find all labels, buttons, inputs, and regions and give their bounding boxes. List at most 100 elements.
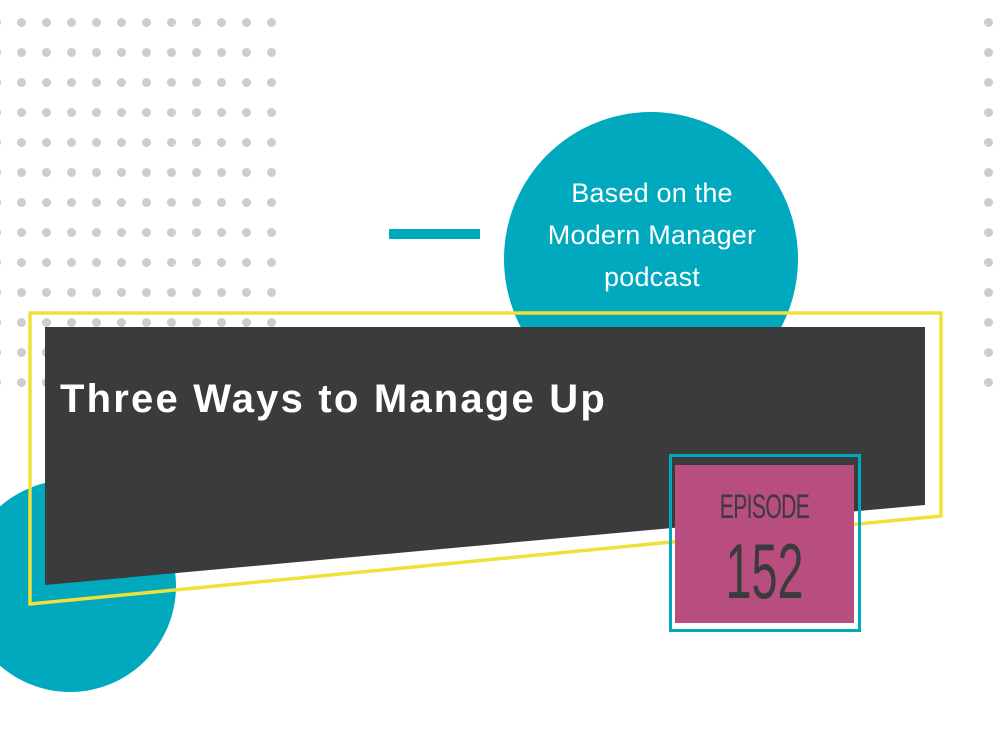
dot-icon (17, 288, 26, 297)
dot-icon (92, 288, 101, 297)
dot-icon (92, 18, 101, 27)
dot-icon (142, 108, 151, 117)
dot-icon (42, 18, 51, 27)
dot-icon (117, 168, 126, 177)
dot-icon (117, 48, 126, 57)
dot-icon (217, 108, 226, 117)
dot-icon (242, 18, 251, 27)
dot-icon (192, 78, 201, 87)
dot-icon (242, 108, 251, 117)
dot-icon (42, 168, 51, 177)
dot-icon (92, 228, 101, 237)
dot-icon (167, 288, 176, 297)
dot-icon (242, 198, 251, 207)
dot-icon (142, 138, 151, 147)
dot-icon (167, 138, 176, 147)
dot-icon (984, 288, 993, 297)
dot-icon (192, 108, 201, 117)
dot-icon (0, 378, 1, 387)
dot-icon (142, 78, 151, 87)
dot-icon (267, 228, 276, 237)
dot-icon (242, 318, 251, 327)
dot-icon (984, 348, 993, 357)
dot-icon (267, 108, 276, 117)
dot-icon (0, 258, 1, 267)
teal-accent-line (389, 229, 480, 239)
episode-badge-frame (669, 454, 861, 632)
yellow-frame-outline (28, 311, 943, 606)
dot-icon (117, 288, 126, 297)
dot-icon (217, 168, 226, 177)
dot-icon (217, 228, 226, 237)
dot-icon (17, 138, 26, 147)
dot-icon (192, 168, 201, 177)
dot-icon (984, 228, 993, 237)
dot-icon (267, 18, 276, 27)
dot-icon (0, 78, 1, 87)
dot-icon (142, 318, 151, 327)
dot-icon (67, 198, 76, 207)
dot-icon (984, 48, 993, 57)
dot-icon (17, 78, 26, 87)
dot-icon (267, 78, 276, 87)
dot-icon (92, 258, 101, 267)
dot-icon (192, 48, 201, 57)
dot-icon (17, 348, 26, 357)
dot-icon (192, 138, 201, 147)
dot-icon (42, 258, 51, 267)
dot-icon (117, 78, 126, 87)
dot-icon (17, 378, 26, 387)
dot-icon (267, 48, 276, 57)
dot-icon (117, 18, 126, 27)
dot-icon (67, 138, 76, 147)
dot-icon (984, 198, 993, 207)
dot-icon (217, 48, 226, 57)
dot-icon (17, 198, 26, 207)
dot-icon (92, 78, 101, 87)
dot-icon (0, 318, 1, 327)
dot-icon (17, 18, 26, 27)
dot-icon (217, 318, 226, 327)
dot-icon (0, 138, 1, 147)
dot-icon (142, 288, 151, 297)
dot-icon (167, 168, 176, 177)
dot-icon (242, 228, 251, 237)
dot-icon (42, 48, 51, 57)
dot-icon (242, 258, 251, 267)
dot-icon (17, 318, 26, 327)
dot-icon (984, 78, 993, 87)
dot-icon (92, 168, 101, 177)
dot-icon (17, 258, 26, 267)
dot-icon (92, 108, 101, 117)
dot-icon (984, 108, 993, 117)
episode-title: Three Ways to Manage Up (60, 377, 607, 421)
dot-icon (167, 48, 176, 57)
dot-icon (217, 18, 226, 27)
dot-icon (42, 108, 51, 117)
dot-icon (217, 78, 226, 87)
dot-icon (984, 18, 993, 27)
dot-icon (984, 258, 993, 267)
dot-icon (0, 108, 1, 117)
dot-icon (192, 18, 201, 27)
dot-icon (267, 318, 276, 327)
dot-icon (242, 48, 251, 57)
dot-icon (192, 258, 201, 267)
dot-icon (167, 108, 176, 117)
dot-icon (167, 228, 176, 237)
subtitle-line-3: podcast (604, 262, 700, 292)
dot-icon (142, 48, 151, 57)
dot-icon (17, 48, 26, 57)
dot-icon (67, 258, 76, 267)
dot-icon (67, 168, 76, 177)
dot-icon (117, 228, 126, 237)
dot-icon (0, 348, 1, 357)
dot-icon (42, 228, 51, 237)
dot-icon (242, 288, 251, 297)
podcast-source-text: Based on the Modern Manager podcast (504, 172, 800, 298)
dot-icon (217, 288, 226, 297)
dot-icon (267, 198, 276, 207)
dot-icon (192, 288, 201, 297)
